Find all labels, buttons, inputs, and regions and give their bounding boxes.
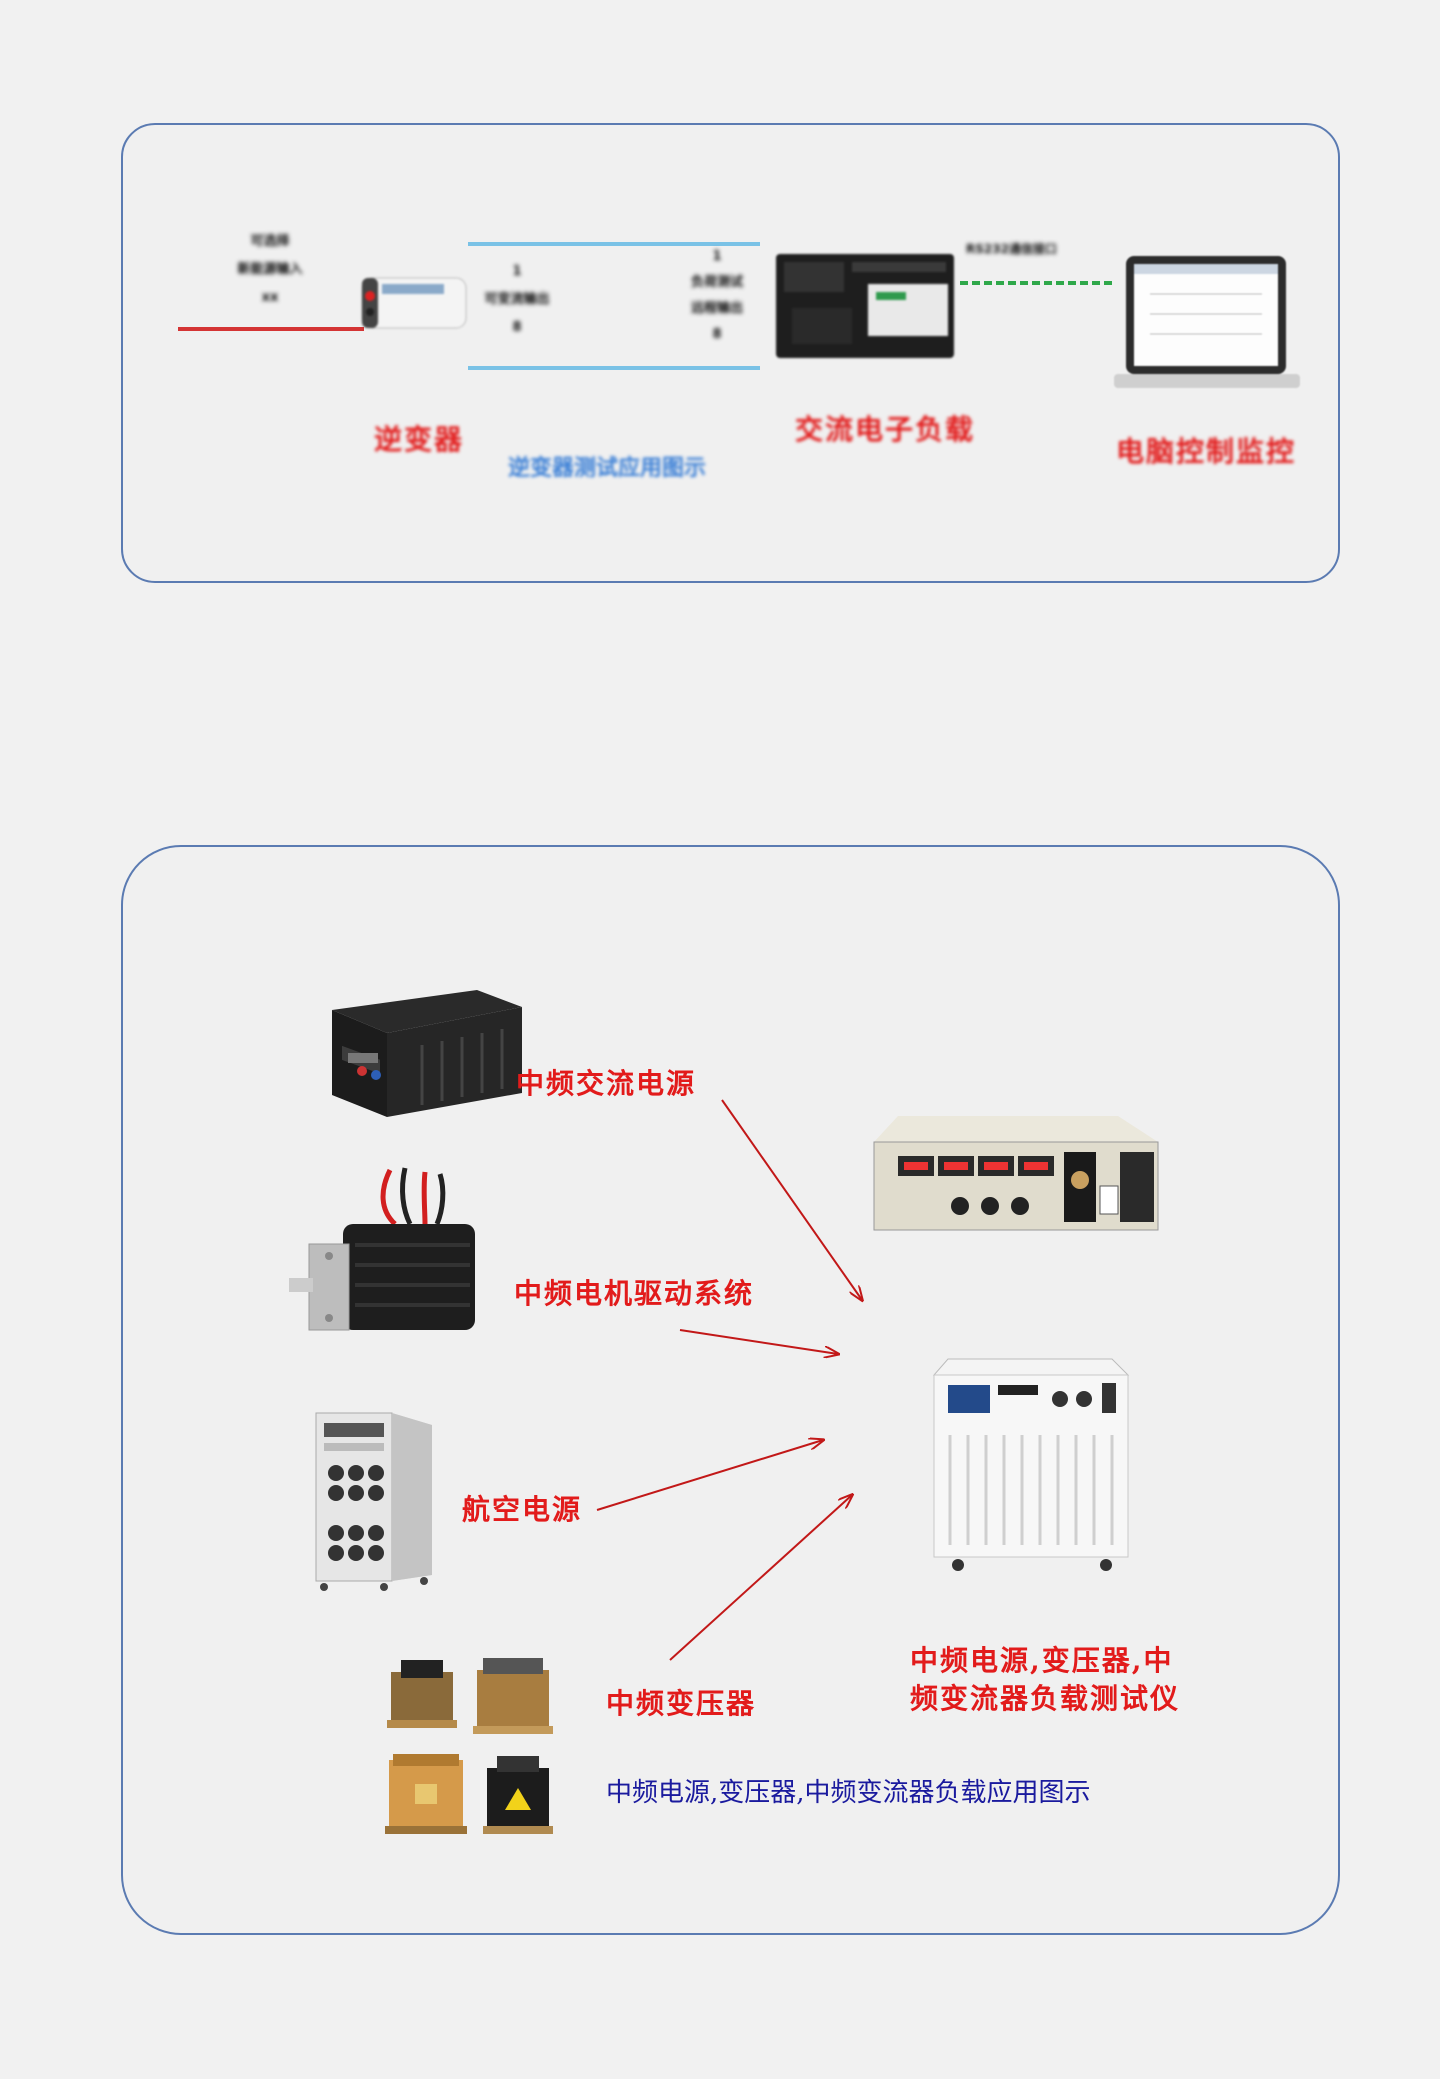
electronic-load-image bbox=[772, 248, 958, 364]
block-left-text: 1 可变流输出 8 bbox=[462, 258, 572, 342]
inverter-image bbox=[360, 256, 468, 356]
load-instrument-image bbox=[868, 1112, 1162, 1234]
load-label-line: 中频电源,变压器,中 bbox=[910, 1644, 1174, 1677]
block-right-text: 1 负荷测试 远程输出 8 bbox=[665, 244, 769, 348]
comm-label: RS232通信接口 bbox=[966, 242, 1057, 256]
input-label-line: 新能源输入 bbox=[237, 262, 303, 277]
block-left-line: 1 bbox=[512, 264, 522, 279]
block-right-line: 负荷测试 bbox=[690, 275, 743, 290]
label-pc: 电脑控制监控 bbox=[1116, 435, 1297, 468]
medium-frequency-panel bbox=[121, 845, 1340, 1935]
load-label-line: 频变流器负载测试仪 bbox=[910, 1682, 1181, 1715]
bus-line-bottom bbox=[468, 366, 760, 370]
load-label: 中频电源,变压器,中 频变流器负载测试仪 bbox=[910, 1642, 1180, 1718]
input-label: 可选择 新能源输入 xx bbox=[200, 228, 340, 312]
arrow-motor bbox=[679, 1329, 838, 1354]
bus-line-top bbox=[468, 242, 760, 246]
input-label-line: xx bbox=[261, 290, 279, 305]
comm-line bbox=[960, 281, 1112, 285]
source-label: 中频变压器 bbox=[606, 1687, 757, 1720]
input-label-line: 可选择 bbox=[250, 234, 290, 249]
block-left-line: 8 bbox=[512, 320, 522, 335]
ac-power-supply-image bbox=[312, 985, 532, 1135]
motor-image bbox=[285, 1160, 490, 1360]
source-label: 中频交流电源 bbox=[516, 1067, 697, 1100]
aviation-power-image bbox=[312, 1405, 438, 1593]
source-label: 航空电源 bbox=[462, 1493, 583, 1526]
load-cabinet-image bbox=[928, 1355, 1133, 1573]
block-right-line: 1 bbox=[712, 249, 722, 264]
block-right-line: 8 bbox=[712, 327, 722, 342]
block-left-line: 可变流输出 bbox=[484, 292, 550, 307]
transformers-image bbox=[385, 1650, 565, 1850]
arrow-transformer bbox=[669, 1495, 852, 1661]
label-inverter: 逆变器 bbox=[374, 423, 465, 456]
arrow-aviation bbox=[596, 1440, 823, 1511]
block-right-line: 远程输出 bbox=[690, 301, 743, 316]
input-line bbox=[178, 327, 364, 331]
top-caption: 逆变器测试应用图示 bbox=[508, 455, 707, 481]
bottom-caption: 中频电源,变压器,中频变流器负载应用图示 bbox=[606, 1778, 1091, 1808]
source-label: 中频电机驱动系统 bbox=[514, 1277, 755, 1310]
label-electronic-load: 交流电子负载 bbox=[795, 413, 976, 446]
arrow-ac-supply bbox=[721, 1099, 862, 1300]
laptop-image bbox=[1112, 250, 1302, 398]
